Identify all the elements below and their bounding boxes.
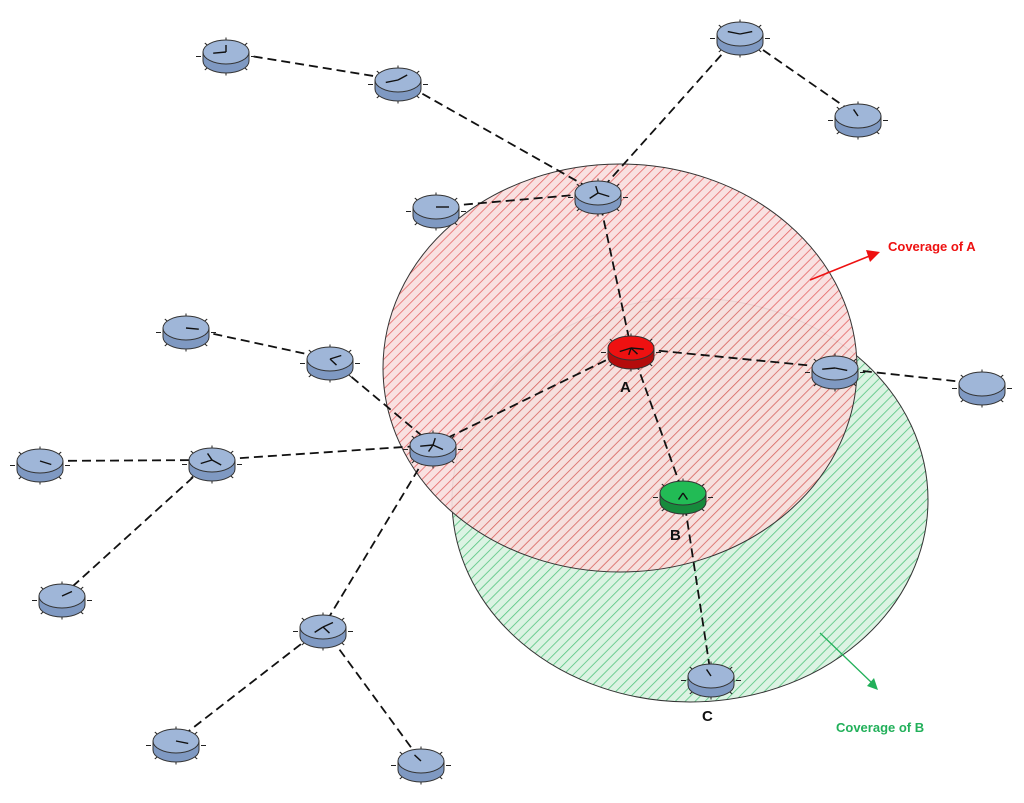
link-layer xyxy=(39,33,983,762)
router-node xyxy=(32,581,92,620)
coverage-a-label: Coverage of A xyxy=(888,239,976,254)
node-b xyxy=(653,478,713,517)
router-node xyxy=(196,37,256,76)
link-n13-n15 xyxy=(322,444,434,628)
link-n15-n16 xyxy=(175,626,324,742)
link-n15-n17 xyxy=(322,626,422,762)
router-node xyxy=(568,178,628,217)
router-node xyxy=(828,101,888,140)
link-n2-n5 xyxy=(397,79,599,194)
router-node xyxy=(300,344,360,383)
node-a-label: A xyxy=(620,379,631,396)
link-n3-n5 xyxy=(597,33,741,194)
node-c xyxy=(681,661,741,700)
link-n3-n4 xyxy=(739,33,859,117)
router-node xyxy=(182,445,242,484)
coverage-b-arrow xyxy=(819,632,878,690)
node-a xyxy=(601,333,661,372)
coverage-b-label: Coverage of B xyxy=(836,720,924,735)
link-B-C xyxy=(682,492,712,677)
router-node xyxy=(710,19,770,58)
link-n14-n10 xyxy=(61,459,213,597)
node-layer xyxy=(10,19,1012,785)
router-node xyxy=(146,726,206,765)
router-node xyxy=(368,65,428,104)
link-A-n13 xyxy=(432,347,632,446)
node-b-label: B xyxy=(670,527,681,544)
router-node xyxy=(952,369,1012,408)
link-n11-n12 xyxy=(834,367,983,385)
router-node xyxy=(403,430,463,469)
link-n10-n13 xyxy=(211,444,434,461)
link-A-B xyxy=(630,347,684,494)
link-n9-n10 xyxy=(39,459,213,462)
router-node xyxy=(293,612,353,651)
router-node xyxy=(10,446,70,485)
router-node xyxy=(406,192,466,231)
router-node xyxy=(805,353,865,392)
link-n7-n8 xyxy=(185,327,331,360)
link-n5-A xyxy=(597,192,632,349)
router-node xyxy=(156,313,216,352)
router-node xyxy=(391,746,451,785)
node-c-label: C xyxy=(702,708,713,725)
coverage-a-arrow xyxy=(809,250,880,281)
link-A-n11 xyxy=(630,347,836,369)
